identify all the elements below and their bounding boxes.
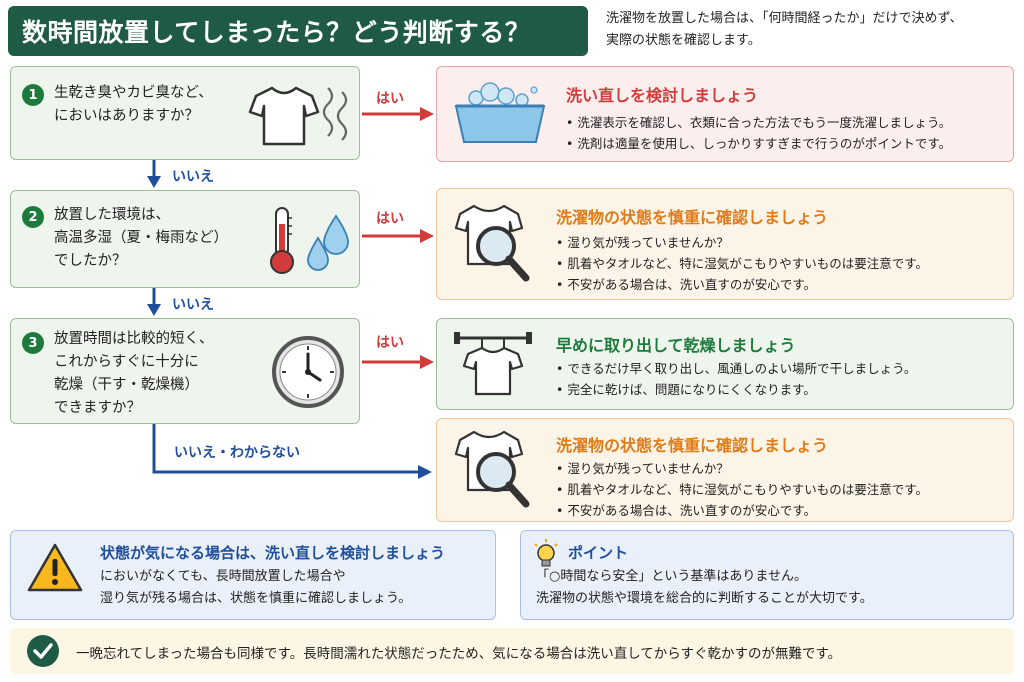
hanging-shirt-icon	[454, 332, 532, 396]
magnifier-icon	[454, 430, 530, 508]
magnifier-icon	[454, 204, 530, 282]
intro-line-1: 洗濯物を放置した場合は、「何時間経ったか」だけで決めず、	[606, 11, 963, 26]
yes-label-1: はい	[376, 91, 404, 107]
list-item: 肌着やタオルなど、特に湿気がこもりやすいものは要注意です。	[556, 253, 928, 274]
lightbulb-icon	[534, 539, 558, 567]
list-item: 肌着やタオルなど、特に湿気がこもりやすいものは要注意です。	[556, 479, 928, 500]
no-unknown-arrow	[152, 424, 432, 479]
question-1-text: 生乾き臭やカビ臭など、 においはありますか？	[54, 85, 213, 124]
yes-label-2: はい	[376, 211, 404, 227]
yes-label-3: はい	[376, 335, 404, 351]
yes-arrow-3	[362, 355, 434, 369]
yes-arrow-1	[362, 107, 434, 121]
list-item: 洗剤は適量を使用し、しっかりすすぎまで行うのがポイントです。	[566, 133, 951, 154]
answer-2-title: 洗濯物の状態を慎重に確認しましょう	[556, 208, 829, 227]
point-box	[520, 530, 1014, 620]
intro-line-2: 実際の状態を確認します。	[606, 33, 761, 48]
answer-1-title: 洗い直しを検討しましょう	[566, 86, 759, 105]
question-2-text: 放置した環境は、 高温多湿（夏・梅雨など） でしたか？	[54, 207, 228, 269]
intro-text: 洗濯物を放置した場合は、「何時間経ったか」だけで決めず、 実際の状態を確認します…	[606, 8, 1016, 52]
thermometer-icon	[270, 207, 294, 274]
no-arrow-1	[147, 160, 161, 188]
point-text: 「○時間なら安全」という基準はありません。 洗濯物の状態や環境を総合的に判断する…	[536, 569, 873, 606]
answer-3-title: 早めに取り出して乾燥しましょう	[556, 336, 796, 355]
answer-3-list: できるだけ早く取り出し、風通しのよい場所で干しましょう。 完全に乾けば、問題にな…	[556, 358, 916, 400]
question-3-text: 放置時間は比較的短く、 これからすぐに十分に 乾燥（干す・乾燥機） できますか？	[54, 331, 214, 416]
list-item: 湿り気が残っていませんか？	[556, 232, 928, 253]
no-unknown-label: いいえ・わからない	[174, 445, 300, 461]
clock-icon	[272, 336, 344, 408]
list-item: 洗濯表示を確認し、衣類に合った方法でもう一度洗濯しましょう。	[566, 112, 951, 133]
answer-1-list: 洗濯表示を確認し、衣類に合った方法でもう一度洗濯しましょう。 洗剤は適量を使用し…	[566, 112, 951, 154]
no-label-1: いいえ	[172, 169, 214, 185]
list-item: 湿り気が残っていませんか？	[556, 458, 928, 479]
warning-title: 状態が気になる場合は、洗い直しを検討しましょう	[100, 544, 446, 562]
point-title: ポイント	[568, 544, 629, 562]
list-item: 完全に乾けば、問題になりにくくなります。	[556, 379, 916, 400]
warning-text: においがなくても、長時間放置した場合や 湿り気が残る場合は、状態を慎重に確認しま…	[100, 569, 412, 606]
list-item: 不安がある場合は、洗い直すのが安心です。	[556, 500, 928, 521]
answer-4-title: 洗濯物の状態を慎重に確認しましょう	[556, 436, 829, 455]
check-circle-icon	[27, 635, 59, 667]
no-label-2: いいえ	[172, 297, 214, 313]
answer-2-list: 湿り気が残っていませんか？ 肌着やタオルなど、特に湿気がこもりやすいものは要注意…	[556, 232, 928, 295]
page-title: 数時間放置してしまったら？どう判断する？	[8, 6, 588, 56]
odor-wave-icon	[322, 87, 348, 141]
warning-box	[10, 530, 496, 620]
warning-icon	[27, 543, 83, 592]
question-2-box	[10, 190, 360, 288]
question-1-number: 1	[22, 84, 44, 106]
yes-arrow-2	[362, 229, 434, 243]
wash-basin-icon	[454, 82, 546, 143]
tshirt-icon	[248, 86, 320, 146]
list-item: 不安がある場合は、洗い直すのが安心です。	[556, 274, 928, 295]
answer-4-list: 湿り気が残っていませんか？ 肌着やタオルなど、特に湿気がこもりやすいものは要注意…	[556, 458, 928, 521]
water-drop-icon	[307, 214, 349, 271]
footer-text: 一晩忘れてしまった場合も同様です。長時間濡れた状態だったため、気になる場合は洗い…	[76, 646, 842, 662]
question-2-number: 2	[22, 206, 44, 228]
question-3-number: 3	[22, 332, 44, 354]
no-arrow-2	[147, 288, 161, 316]
footer-note	[10, 628, 1014, 674]
list-item: できるだけ早く取り出し、風通しのよい場所で干しましょう。	[556, 358, 916, 379]
